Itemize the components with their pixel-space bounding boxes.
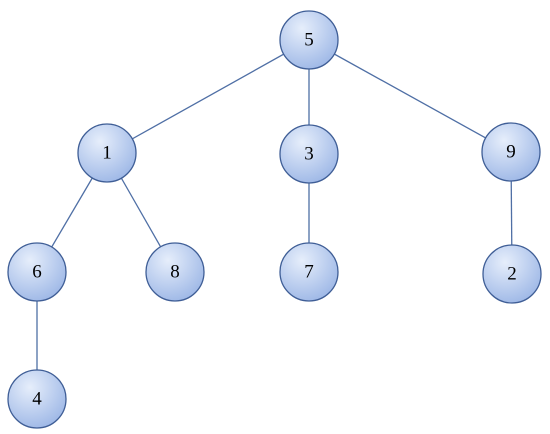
tree-node-2: 2 bbox=[482, 244, 542, 304]
node-circle bbox=[145, 242, 205, 302]
edge-n5-n1 bbox=[106, 39, 310, 154]
node-circle bbox=[482, 244, 542, 304]
nodes: 5 1 3 9 6 8 7 2 4 bbox=[7, 10, 542, 429]
node-label: 6 bbox=[32, 261, 42, 282]
node-circle bbox=[279, 242, 339, 302]
tree-node-6: 6 bbox=[7, 242, 67, 302]
node-circle bbox=[481, 122, 541, 182]
node-circle bbox=[77, 123, 137, 183]
tree-node-7: 7 bbox=[279, 242, 339, 302]
node-circle bbox=[279, 10, 339, 70]
node-circle bbox=[7, 242, 67, 302]
node-label: 9 bbox=[506, 141, 516, 162]
node-circle bbox=[279, 124, 339, 184]
tree-node-4: 4 bbox=[7, 369, 67, 429]
tree-node-5: 5 bbox=[279, 10, 339, 70]
tree-node-8: 8 bbox=[145, 242, 205, 302]
node-label: 2 bbox=[507, 263, 517, 284]
node-label: 3 bbox=[304, 143, 314, 164]
node-circle bbox=[7, 369, 67, 429]
node-label: 4 bbox=[32, 388, 42, 409]
tree-node-3: 3 bbox=[279, 124, 339, 184]
edges bbox=[36, 39, 513, 399]
node-label: 7 bbox=[304, 261, 314, 282]
tree-node-1: 1 bbox=[77, 123, 137, 183]
node-label: 5 bbox=[304, 29, 314, 50]
node-label: 1 bbox=[102, 142, 112, 163]
tree-node-9: 9 bbox=[481, 122, 541, 182]
node-label: 8 bbox=[170, 261, 180, 282]
edge-n5-n9 bbox=[308, 39, 512, 153]
